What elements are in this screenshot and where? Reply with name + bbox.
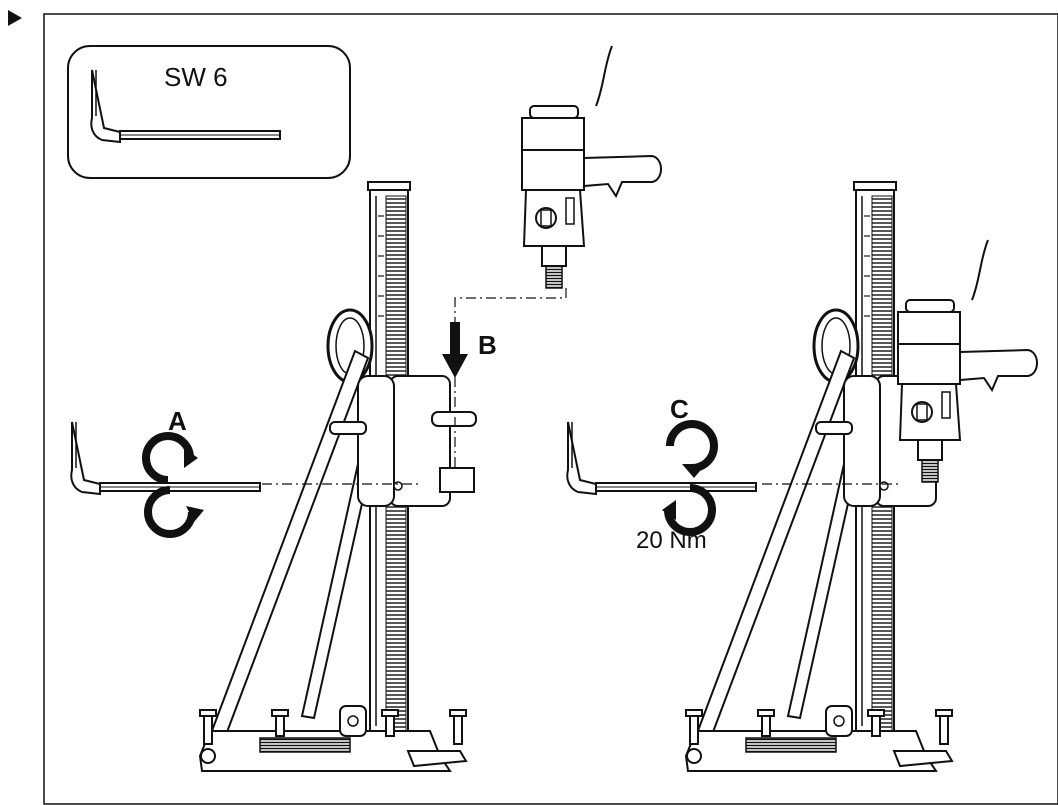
drill-motor-top [521, 45, 662, 289]
figure-frame [43, 13, 1058, 805]
drill-stand-left [198, 180, 468, 773]
step-b-label: B [478, 330, 497, 360]
arrow-down-icon [442, 322, 468, 378]
drill-motor-mounted [897, 239, 1038, 483]
tool-size-label: SW 6 [164, 62, 228, 92]
step-a-label: A [168, 406, 187, 436]
tool-callout-box: SW 6 [67, 45, 351, 179]
torque-value: 20 Nm [636, 527, 707, 554]
hex-key-icon [566, 421, 757, 495]
insertion-path-line [454, 288, 567, 470]
rotate-loosen-icon [142, 432, 204, 538]
clamp-slot [439, 467, 475, 493]
clamp-pin [431, 411, 477, 427]
step-c-label: C [670, 394, 689, 424]
drill-stand-right [684, 180, 954, 773]
triangle-bullet-icon [8, 10, 22, 26]
rotate-tighten-icon [662, 420, 718, 536]
